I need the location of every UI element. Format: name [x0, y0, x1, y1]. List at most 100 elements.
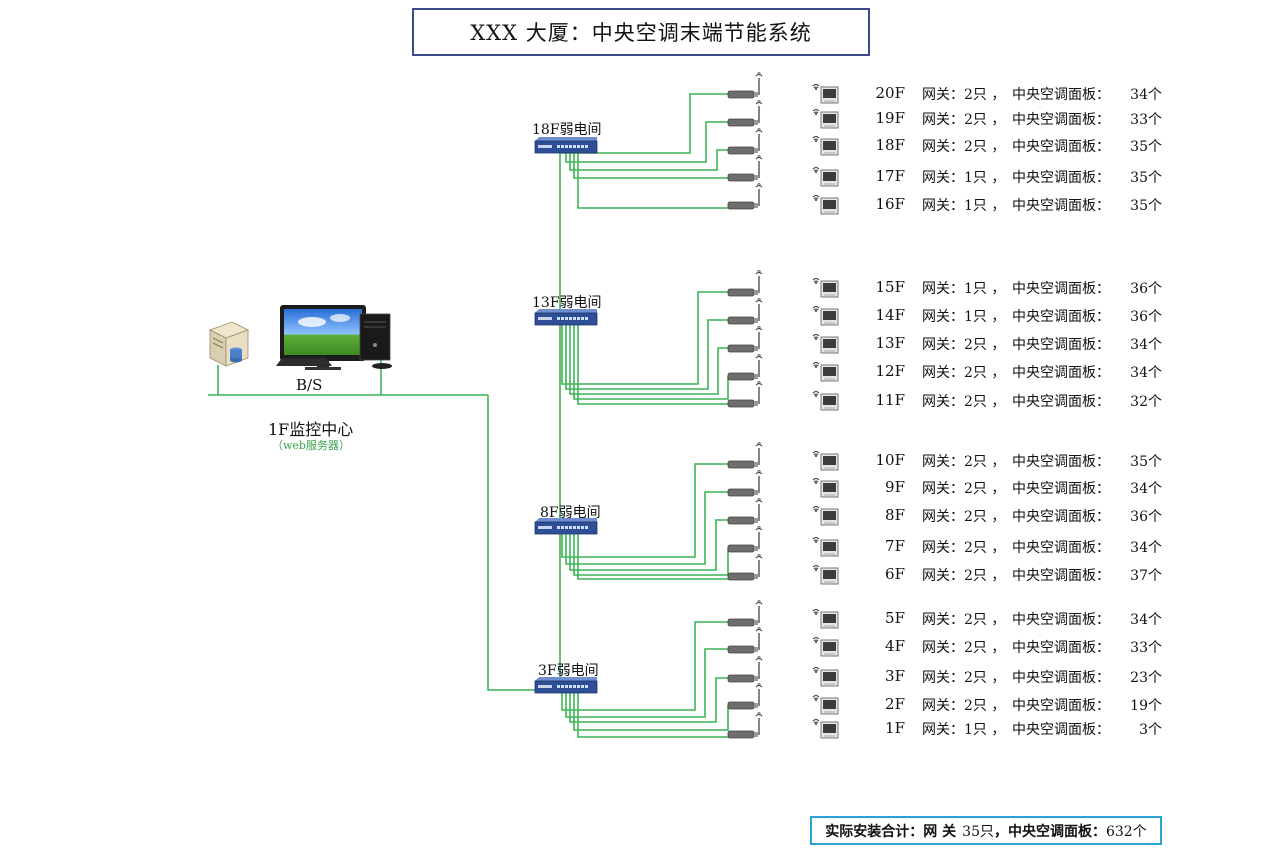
panel-label: 中央空调面板：: [1012, 722, 1110, 738]
wireless-gateway-icon: [727, 326, 763, 353]
ac-panel-icon: [812, 695, 839, 715]
total-sep: ，: [993, 823, 1008, 840]
panel-count: 33个: [1130, 112, 1162, 128]
ac-panel-icon: [812, 136, 839, 156]
network-switch-icon: [534, 137, 598, 154]
backbone-wire: [487, 395, 535, 691]
wireless-gateway-icon: [727, 712, 763, 739]
gateway-count: 网关：1只 ，: [922, 309, 1006, 325]
panel-count: 35个: [1130, 198, 1162, 214]
bs-label: B/S: [296, 376, 323, 394]
panel-count: 34个: [1130, 612, 1162, 628]
panel-label: 中央空调面板：: [1012, 481, 1110, 497]
gateway-wire: [561, 621, 728, 711]
gateway-count: 网关：2只 ，: [922, 139, 1006, 155]
ac-panel-icon: [812, 637, 839, 657]
gateway-count: 网关：2只 ，: [922, 540, 1006, 556]
wireless-gateway-icon: [727, 183, 763, 210]
gateway-count: 网关：1只 ，: [922, 722, 1006, 738]
wireless-gateway-icon: [727, 442, 763, 469]
wireless-gateway-icon: [727, 627, 763, 654]
gateway-wire: [573, 691, 729, 731]
wireless-gateway-icon: [727, 683, 763, 710]
gateway-wire: [565, 648, 728, 718]
gateway-wire: [573, 151, 729, 179]
panel-label: 中央空调面板：: [1012, 281, 1110, 297]
floor-label: 3F: [885, 667, 905, 685]
title-text: XXX 大厦：中央空调末端节能系统: [470, 21, 812, 45]
floor-label: 9F: [885, 478, 905, 496]
panel-label: 中央空调面板：: [1012, 112, 1110, 128]
floor-label: 18F: [875, 136, 906, 154]
floor-label: 10F: [875, 451, 906, 469]
panel-count: 36个: [1130, 309, 1162, 325]
gateway-count: 网关：2只 ，: [922, 612, 1006, 628]
panel-count: 19个: [1130, 698, 1162, 714]
floor-label: 15F: [875, 278, 906, 296]
total-prefix: 实际安装合计：: [825, 823, 924, 840]
room-label-8f: 8F弱电间: [540, 505, 601, 521]
gateway-count: 网关：2只 ，: [922, 568, 1006, 584]
floor-label: 6F: [885, 565, 905, 583]
room-label-18f: 18F弱电间: [532, 122, 602, 138]
gateway-count: 网关：2只 ，: [922, 670, 1006, 686]
total-panel-count: 632个: [1105, 823, 1147, 840]
panel-count: 36个: [1130, 281, 1162, 297]
total-panel-label: 中央空调面板：: [1007, 823, 1106, 840]
floor-label: 11F: [875, 391, 906, 409]
panel-label: 中央空调面板：: [1012, 394, 1110, 410]
gateway-count: 网关：2只 ，: [922, 698, 1006, 714]
floor-label: 17F: [875, 167, 906, 185]
ac-panel-icon: [812, 109, 839, 129]
gateway-count: 网关：2只 ，: [922, 337, 1006, 353]
total-gateway-count: 35只: [962, 823, 994, 840]
gateway-count: 网关：2只 ，: [922, 365, 1006, 381]
ac-panel-icon: [812, 478, 839, 498]
panel-label: 中央空调面板：: [1012, 170, 1110, 186]
ac-panel-icon: [812, 306, 839, 326]
gateway-wire: [569, 519, 728, 571]
floor-label: 7F: [885, 537, 905, 555]
gateway-wire: [569, 323, 728, 395]
panel-count: 34个: [1130, 87, 1162, 103]
ac-panel-icon: [812, 195, 839, 215]
panel-label: 中央空调面板：: [1012, 337, 1110, 353]
panel-count: 34个: [1130, 540, 1162, 556]
panel-label: 中央空调面板：: [1012, 612, 1110, 628]
gateway-count: 网关：1只 ，: [922, 198, 1006, 214]
wireless-gateway-icon: [727, 72, 763, 99]
panel-count: 3个: [1139, 722, 1162, 738]
desktop-computer-icon: [276, 305, 392, 370]
ac-panel-icon: [812, 84, 839, 104]
floor-label: 20F: [875, 84, 906, 102]
ac-panel-icon: [812, 537, 839, 557]
floor-label: 12F: [875, 362, 906, 380]
panel-count: 34个: [1130, 337, 1162, 353]
ac-panel-icon: [812, 167, 839, 187]
panel-count: 35个: [1130, 454, 1162, 470]
wireless-gateway-icon: [727, 498, 763, 525]
total-summary: 实际安装合计： 网 关 35只 ， 中央空调面板： 632个: [810, 816, 1162, 845]
wireless-gateway-icon: [727, 298, 763, 325]
ac-panel-icon: [812, 334, 839, 354]
wireless-gateway-icon: [727, 554, 763, 581]
wireless-gateway-icon: [727, 354, 763, 381]
panel-label: 中央空调面板：: [1012, 698, 1110, 714]
gateway-wire: [577, 323, 741, 405]
panel-count: 35个: [1130, 170, 1162, 186]
gateway-wire: [561, 463, 728, 558]
floor-label: 8F: [885, 506, 905, 524]
wireless-gateway-icon: [727, 100, 763, 127]
panel-label: 中央空调面板：: [1012, 568, 1110, 584]
